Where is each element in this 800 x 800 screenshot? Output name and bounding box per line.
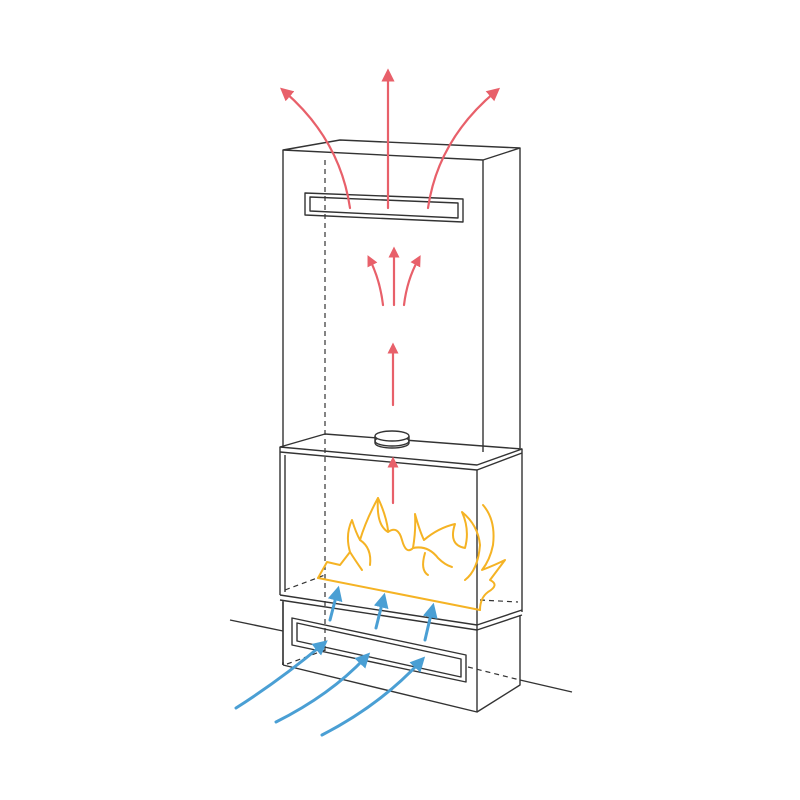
arrow-up-1 [327,585,343,622]
floor-line [229,619,573,693]
flames [317,497,506,611]
arrow-out-left [280,87,352,210]
chimney-breast [282,139,521,655]
cool-air-arrows [234,585,438,737]
top-vent [304,192,464,223]
arrow-in-1 [234,640,328,710]
arrow-in-3 [320,656,426,737]
firebox [279,430,523,632]
arrow-in-2 [274,652,371,724]
bottom-vent [291,617,467,683]
hot-air-arrows [280,68,501,505]
arrow-out-right [426,87,501,210]
arrow-up-2 [373,592,389,630]
arrow-fan-right [402,255,421,307]
arrow-up-3 [422,602,438,642]
arrow-fan-left [367,255,385,307]
plinth [282,600,521,713]
